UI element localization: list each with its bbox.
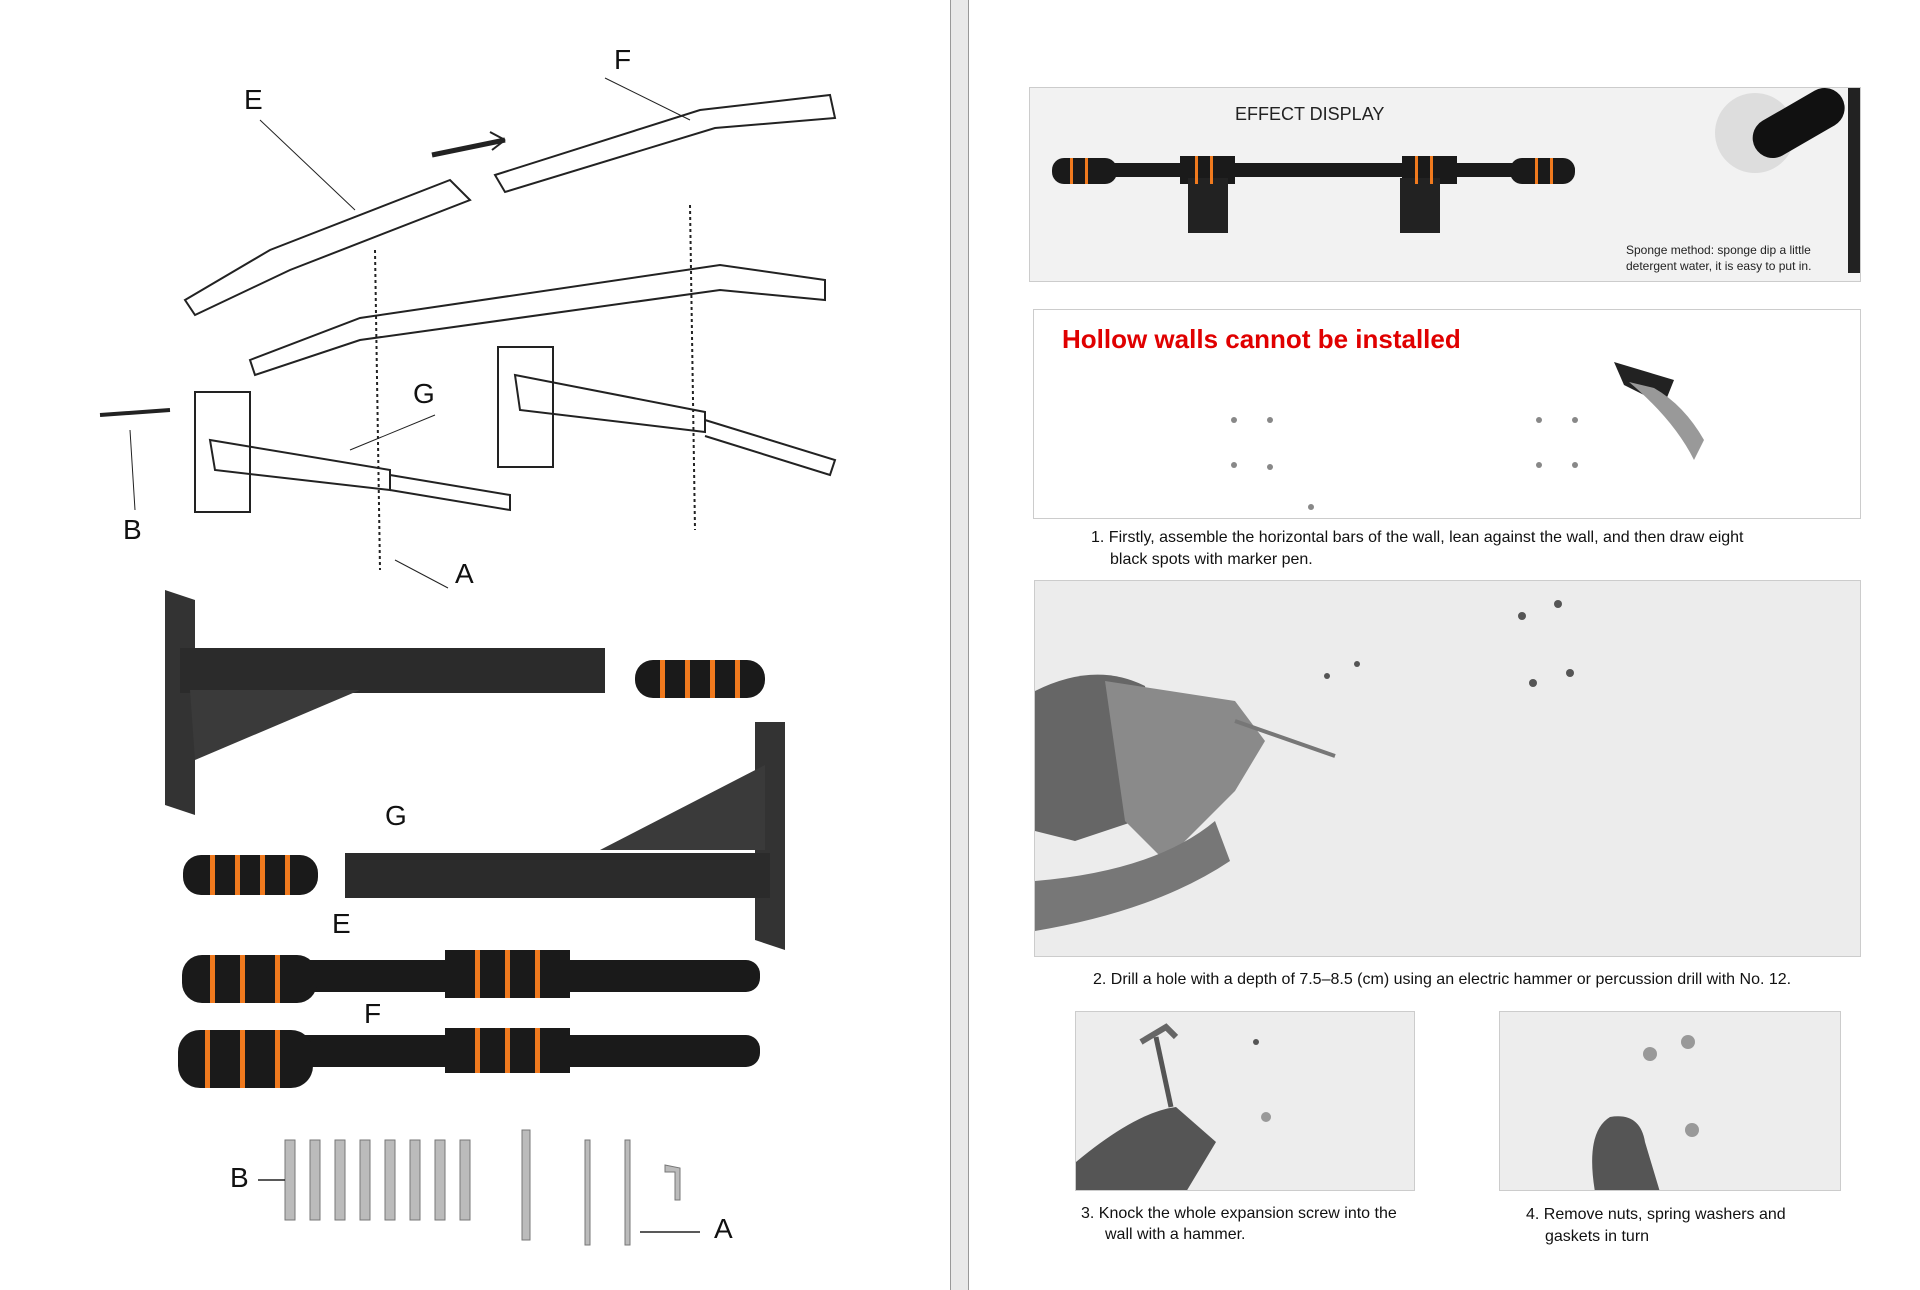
label-a: A (455, 558, 474, 589)
sponge-note-line2: detergent water, it is easy to put in. (1626, 259, 1812, 273)
step-1-line1: 1. Firstly, assemble the horizontal bars… (1091, 529, 1744, 546)
photo-label-a: A (714, 1213, 733, 1244)
drill-illustration (1035, 600, 1574, 931)
label-e: E (244, 84, 263, 115)
label-f: F (614, 44, 632, 75)
parts-photo (165, 590, 785, 1246)
pullup-bar-photo (1052, 88, 1860, 273)
step-4-line1: 4. Remove nuts, spring washers and (1526, 1206, 1786, 1223)
nuts-photo (1499, 1011, 1841, 1191)
step-1-line2: black spots with marker pen. (1110, 551, 1313, 568)
step-4-line2: gaskets in turn (1545, 1228, 1650, 1245)
hammer-photo (1075, 1011, 1415, 1191)
left-page: E F G B A G E F B A (0, 0, 951, 1290)
sponge-note-line1: Sponge method: sponge dip a little (1626, 243, 1811, 257)
marker-spots-photo (1231, 362, 1704, 510)
label-b: B (123, 514, 142, 545)
photo-label-b: B (230, 1162, 249, 1193)
hollow-walls-warning: Hollow walls cannot be installed (1062, 324, 1461, 354)
effect-display-title: EFFECT DISPLAY (1235, 104, 1385, 124)
photo-label-f: F (364, 998, 382, 1029)
photo-label-e: E (332, 908, 351, 939)
hammer-illustration (1076, 1023, 1271, 1190)
hollow-wall-panel: Hollow walls cannot be installed (1033, 309, 1861, 519)
exploded-assembly-diagram (99, 77, 837, 589)
step-3-line2: wall with a hammer. (1105, 1226, 1246, 1243)
right-page: EFFECT DISPLAY Sponge method: sponge dip… (968, 0, 1920, 1290)
drilling-photo (1034, 580, 1861, 957)
step-3-line1: 3. Knock the whole expansion screw into … (1081, 1205, 1397, 1222)
nuts-illustration (1592, 1035, 1699, 1190)
step-2-text: 2. Drill a hole with a depth of 7.5–8.5 … (1093, 971, 1792, 988)
effect-display-panel: EFFECT DISPLAY Sponge method: sponge dip… (1029, 87, 1861, 282)
label-g: G (413, 378, 435, 409)
photo-label-g: G (385, 800, 407, 831)
